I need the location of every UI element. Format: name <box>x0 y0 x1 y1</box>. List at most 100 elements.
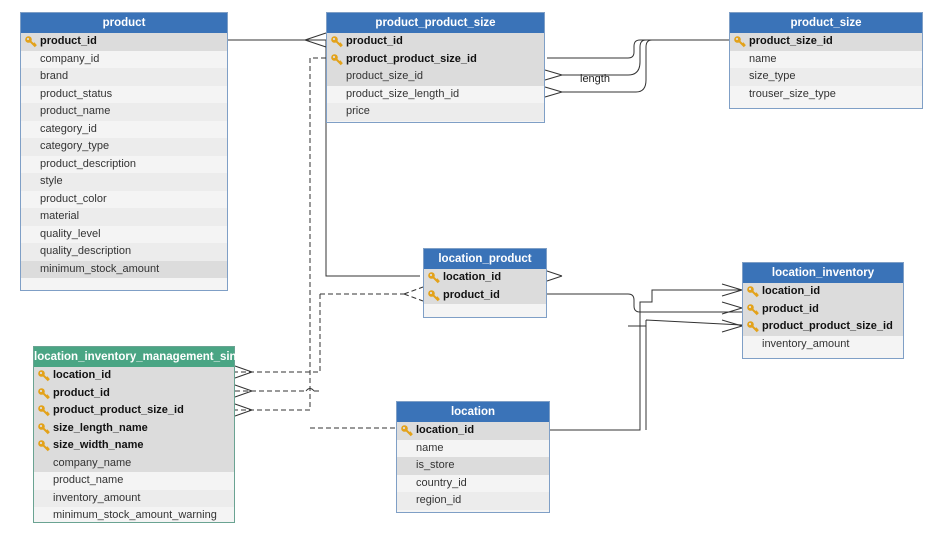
column-row[interactable]: product_id <box>743 300 903 318</box>
column-name: category_id <box>40 122 97 135</box>
column-name: quality_description <box>40 245 132 257</box>
table-location[interactable]: location location_id name is_store count… <box>396 401 550 513</box>
column-row[interactable]: country_id <box>397 475 549 493</box>
column-name: name <box>749 52 777 65</box>
key-icon <box>747 321 759 333</box>
column-name: minimum_stock_amount_warning <box>53 509 217 521</box>
column-name: product_size_length_id <box>346 87 460 100</box>
key-icon <box>38 370 50 382</box>
column-row[interactable]: product_product_size_id <box>743 318 903 336</box>
column-row[interactable]: style <box>21 173 227 191</box>
column-row[interactable]: inventory_amount <box>743 336 903 354</box>
key-icon <box>38 422 50 434</box>
column-name: size_length_name <box>53 421 148 434</box>
column-row[interactable]: product_id <box>327 33 544 51</box>
column-row[interactable]: product_product_size_id <box>34 402 234 420</box>
column-row[interactable]: location_id <box>424 269 546 287</box>
column-row[interactable]: location_id <box>34 367 234 385</box>
column-name: product_size_id <box>749 35 833 47</box>
column-row[interactable]: region_id <box>397 492 549 510</box>
column-name: product_product_size_id <box>762 320 893 332</box>
rel-product-product-size-to-product-size <box>547 39 729 59</box>
table-title[interactable]: product <box>21 13 227 33</box>
column-name: product_color <box>40 192 107 205</box>
column-name: trouser_size_type <box>749 87 836 100</box>
column-name: is_store <box>416 459 455 471</box>
column-row[interactable]: name <box>730 51 922 69</box>
table-product[interactable]: product product_id company_id brand prod… <box>20 12 228 291</box>
column-row[interactable]: minimum_stock_amount_warning <box>34 507 234 525</box>
table-location-inventory[interactable]: location_inventory location_id product_i… <box>742 262 904 359</box>
column-row[interactable]: location_id <box>743 283 903 301</box>
column-name: product_id <box>53 386 110 399</box>
column-name: product_id <box>443 288 500 301</box>
column-row[interactable]: price <box>327 103 544 121</box>
column-name: location_id <box>53 369 112 381</box>
column-row[interactable]: trouser_size_type <box>730 86 922 104</box>
rel-dashed-pps-to-sin <box>235 57 326 411</box>
column-row[interactable]: product_name <box>34 472 234 490</box>
table-location-inventory-management-sin[interactable]: location_inventory_management_sin locati… <box>33 346 237 525</box>
key-icon <box>747 286 759 298</box>
column-name: size_type <box>749 70 796 82</box>
rel-product-to-product-product-size <box>228 32 327 48</box>
column-row[interactable]: company_name <box>34 454 234 472</box>
table-product-product-size[interactable]: product_product_size product_id product_… <box>326 12 545 123</box>
column-row[interactable]: quality_level <box>21 226 227 244</box>
column-name: name <box>416 441 444 454</box>
column-row[interactable]: category_id <box>21 121 227 139</box>
column-name: category_type <box>40 140 110 152</box>
column-row[interactable]: product_id <box>21 33 227 51</box>
column-name: product_status <box>40 87 113 100</box>
column-name: brand <box>40 70 69 82</box>
column-name: style <box>40 175 63 187</box>
relation-label-length: length <box>580 73 610 85</box>
column-row[interactable]: material <box>21 208 227 226</box>
column-name: product_size_id <box>346 70 424 82</box>
column-name: product_product_size_id <box>346 52 477 65</box>
column-name: product_product_size_id <box>53 404 184 416</box>
column-row[interactable]: product_size_id <box>730 33 922 51</box>
key-icon <box>734 36 746 48</box>
column-name: region_id <box>416 494 462 506</box>
key-icon <box>38 387 50 399</box>
column-row[interactable]: product_description <box>21 156 227 174</box>
column-row[interactable]: quality_description <box>21 243 227 261</box>
column-row[interactable]: location_id <box>397 422 549 440</box>
column-row[interactable]: name <box>397 440 549 458</box>
column-row[interactable]: category_type <box>21 138 227 156</box>
column-row[interactable]: product_name <box>21 103 227 121</box>
table-title[interactable]: location <box>397 402 549 422</box>
column-row[interactable]: is_store <box>397 457 549 475</box>
column-row[interactable]: company_id <box>21 51 227 69</box>
column-name: size_width_name <box>53 439 144 451</box>
key-icon <box>38 440 50 452</box>
column-row[interactable]: brand <box>21 68 227 86</box>
column-row[interactable]: size_width_name <box>34 437 234 455</box>
column-row[interactable]: inventory_amount <box>34 489 234 507</box>
column-row[interactable]: product_id <box>34 384 234 402</box>
column-row[interactable]: product_size_length_id <box>327 86 544 104</box>
table-product-size[interactable]: product_size product_size_id name size_t… <box>729 12 923 109</box>
table-location-product[interactable]: location_product location_id product_id <box>423 248 547 318</box>
table-title[interactable]: location_inventory <box>743 263 903 283</box>
column-row[interactable]: product_color <box>21 191 227 209</box>
column-row[interactable]: size_length_name <box>34 419 234 437</box>
column-row[interactable]: product_id <box>424 286 546 304</box>
column-name: minimum_stock_amount <box>40 262 160 275</box>
column-name: company_name <box>53 456 132 469</box>
rel-location-product-to-location <box>546 270 563 282</box>
column-row[interactable]: minimum_stock_amount <box>21 260 227 278</box>
table-title[interactable]: product_size <box>730 13 922 33</box>
table-title[interactable]: location_inventory_management_sin <box>34 347 237 367</box>
column-row[interactable]: product_product_size_id <box>327 50 544 68</box>
column-row[interactable]: product_status <box>21 86 227 104</box>
table-title[interactable]: location_product <box>424 249 546 269</box>
column-name: material <box>40 210 80 222</box>
column-name: location_id <box>443 271 502 283</box>
table-title[interactable]: product_product_size <box>327 13 544 33</box>
column-name: inventory_amount <box>53 491 141 504</box>
column-row[interactable]: size_type <box>730 68 922 86</box>
column-row[interactable]: product_size_id <box>327 68 544 86</box>
column-name: location_id <box>416 424 475 436</box>
